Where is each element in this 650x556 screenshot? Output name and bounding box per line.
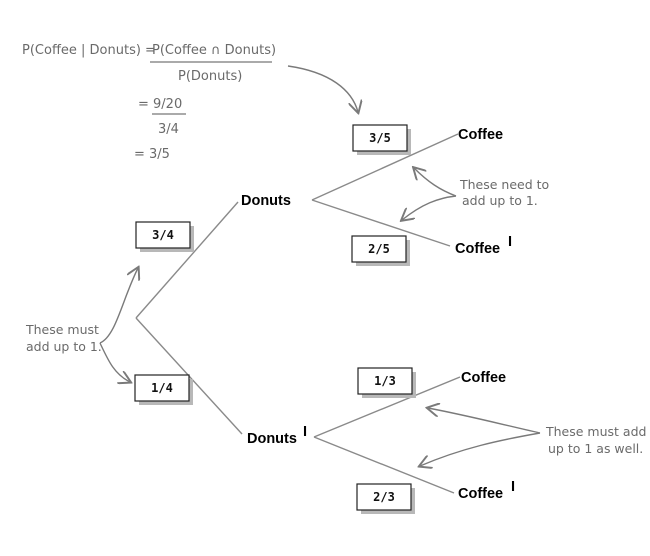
prob-value: 1/3 xyxy=(374,374,396,388)
prob-value: 1/4 xyxy=(151,381,173,395)
note-text-line2: up to 1 as well. xyxy=(548,441,643,456)
prob-value: 2/3 xyxy=(373,490,395,504)
node-not-coffee-bottom-label: Coffee xyxy=(458,486,503,502)
formula-numerator: P(Coffee ∩ Donuts) xyxy=(152,43,276,58)
node-not-coffee-bottom: Coffee I xyxy=(458,479,515,502)
prime-mark: I xyxy=(508,234,512,250)
note-arrow-down xyxy=(420,432,541,466)
note-arrow-down xyxy=(402,195,457,220)
formula-step2-numerator: = 9/20 xyxy=(138,97,182,112)
prob-box-coffee-given-donuts: 3/5 xyxy=(352,124,411,155)
note-text-line1: These need to xyxy=(459,177,549,192)
node-not-donuts-label: Donuts xyxy=(247,431,297,447)
formula-to-box-arrow xyxy=(287,65,358,112)
prob-box-not-donuts: 1/4 xyxy=(134,374,193,405)
node-donuts: Donuts xyxy=(241,193,291,209)
prob-value: 3/4 xyxy=(152,228,174,242)
node-coffee-bottom: Coffee xyxy=(461,370,506,386)
node-not-donuts: Donuts I xyxy=(247,424,307,447)
note-left: These must add up to 1. xyxy=(25,268,138,382)
note-text-line2: add up to 1. xyxy=(26,339,102,354)
note-arrow-up xyxy=(428,408,541,434)
note-arrow-up xyxy=(414,168,457,197)
formula-result: = 3/5 xyxy=(134,147,170,162)
formula-step2-denominator: 3/4 xyxy=(158,122,179,137)
prob-box-not-coffee-given-donuts: 2/5 xyxy=(351,235,410,266)
prob-value: 3/5 xyxy=(369,131,391,145)
note-text-line1: These must xyxy=(25,322,99,337)
branch-not-donuts-not-coffee xyxy=(313,436,455,494)
formula-denominator: P(Donuts) xyxy=(178,69,242,84)
conditional-probability-formula: P(Coffee | Donuts) = P(Coffee ∩ Donuts) … xyxy=(22,43,276,162)
note-text-line2: add up to 1. xyxy=(462,193,538,208)
note-bottom-right: These must add up to 1 as well. xyxy=(420,408,646,466)
prime-mark: I xyxy=(303,424,307,440)
note-text-line1: These must add xyxy=(545,424,646,439)
node-not-coffee-top: Coffee I xyxy=(455,234,512,257)
formula-lhs: P(Coffee | Donuts) = xyxy=(22,43,156,58)
prime-mark: I xyxy=(511,479,515,495)
prob-box-donuts: 3/4 xyxy=(135,221,194,252)
note-arrow-up xyxy=(99,268,138,344)
tree-branches xyxy=(135,133,461,494)
branch-root-donuts xyxy=(135,201,239,319)
note-arrow-down xyxy=(99,342,130,382)
prob-box-coffee-given-not-donuts: 1/3 xyxy=(357,367,416,398)
note-top-right: These need to add up to 1. xyxy=(402,168,549,220)
prob-value: 2/5 xyxy=(368,242,390,256)
node-not-coffee-top-label: Coffee xyxy=(455,241,500,257)
node-coffee-top: Coffee xyxy=(458,127,503,143)
branch-donuts-not-coffee xyxy=(311,199,451,247)
prob-box-not-coffee-given-not-donuts: 2/3 xyxy=(356,483,415,514)
branch-donuts-coffee xyxy=(311,133,459,201)
branch-not-donuts-coffee xyxy=(313,376,461,438)
